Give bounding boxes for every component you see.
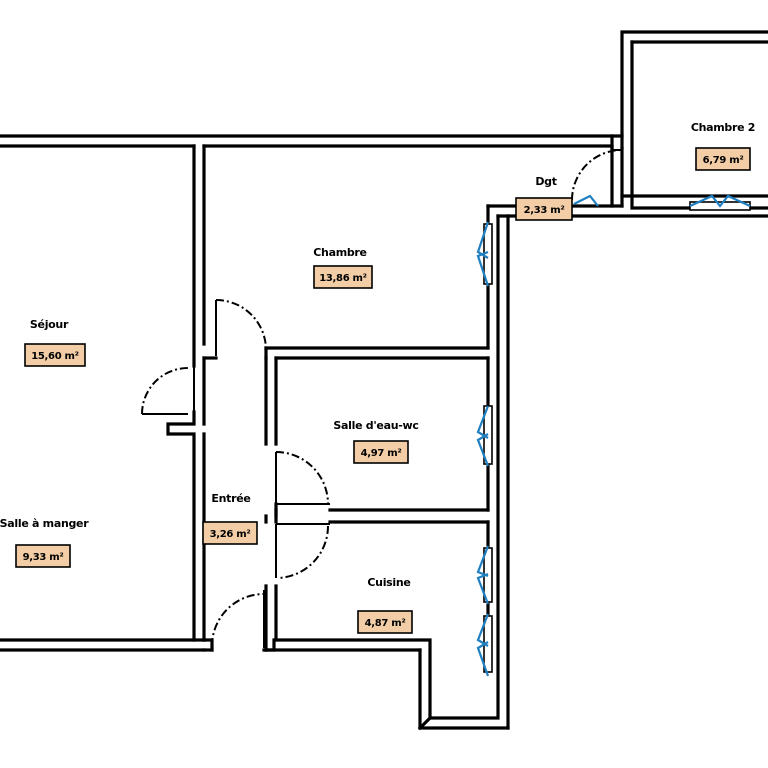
walls xyxy=(0,30,768,731)
window-cuisine-2-icon xyxy=(476,613,490,677)
room-name-entree: Entrée xyxy=(211,492,250,505)
door-arc-cuisine xyxy=(277,525,329,579)
door-arc-sejour xyxy=(141,367,189,415)
room-name-chambre: Chambre xyxy=(313,246,366,259)
area-box-sejour xyxy=(24,343,86,367)
window-cuisine-1-icon xyxy=(476,545,490,605)
room-name-salle-a-manger: Salle à manger xyxy=(0,517,89,530)
area-box-chambre-2 xyxy=(695,147,751,171)
room-name-sejour: Séjour xyxy=(30,318,69,331)
room-area-cuisine: 4,87 m² xyxy=(365,618,406,629)
room-name-chambre-2: Chambre 2 xyxy=(691,121,755,134)
room-area-salle-a-manger: 9,33 m² xyxy=(23,552,64,563)
windows xyxy=(476,194,751,677)
doors xyxy=(141,149,623,648)
door-arc-entree xyxy=(211,593,265,647)
area-box-salle-d-eau xyxy=(353,440,409,464)
room-name-dgt: Dgt xyxy=(535,175,556,188)
room-name-cuisine: Cuisine xyxy=(367,576,410,589)
area-box-salle-a-manger xyxy=(15,544,71,568)
room-labels: Séjour 15,60 m² Salle à manger 9,33 m² C… xyxy=(0,121,755,634)
room-area-chambre: 13,86 m² xyxy=(319,273,367,284)
window-chambre-2-icon xyxy=(689,194,751,208)
room-area-chambre-2: 6,79 m² xyxy=(703,155,744,166)
room-area-sejour: 15,60 m² xyxy=(31,351,79,362)
room-area-entree: 3,26 m² xyxy=(210,529,251,540)
area-box-cuisine xyxy=(357,610,413,634)
area-box-entree xyxy=(202,521,258,545)
area-box-chambre xyxy=(313,265,373,289)
room-area-dgt: 2,33 m² xyxy=(524,205,565,216)
room-name-salle-d-eau: Salle d'eau-wc xyxy=(333,419,418,432)
door-arc-chambre-2 xyxy=(571,149,623,201)
door-arc-chambre xyxy=(215,299,267,351)
window-dgt-icon xyxy=(573,194,599,207)
window-chambre-icon xyxy=(476,221,490,287)
door-arc-salle-d-eau xyxy=(275,451,329,505)
window-salle-d-eau-icon xyxy=(476,405,490,467)
area-box-dgt xyxy=(515,197,573,221)
room-area-salle-d-eau: 4,97 m² xyxy=(361,448,402,459)
